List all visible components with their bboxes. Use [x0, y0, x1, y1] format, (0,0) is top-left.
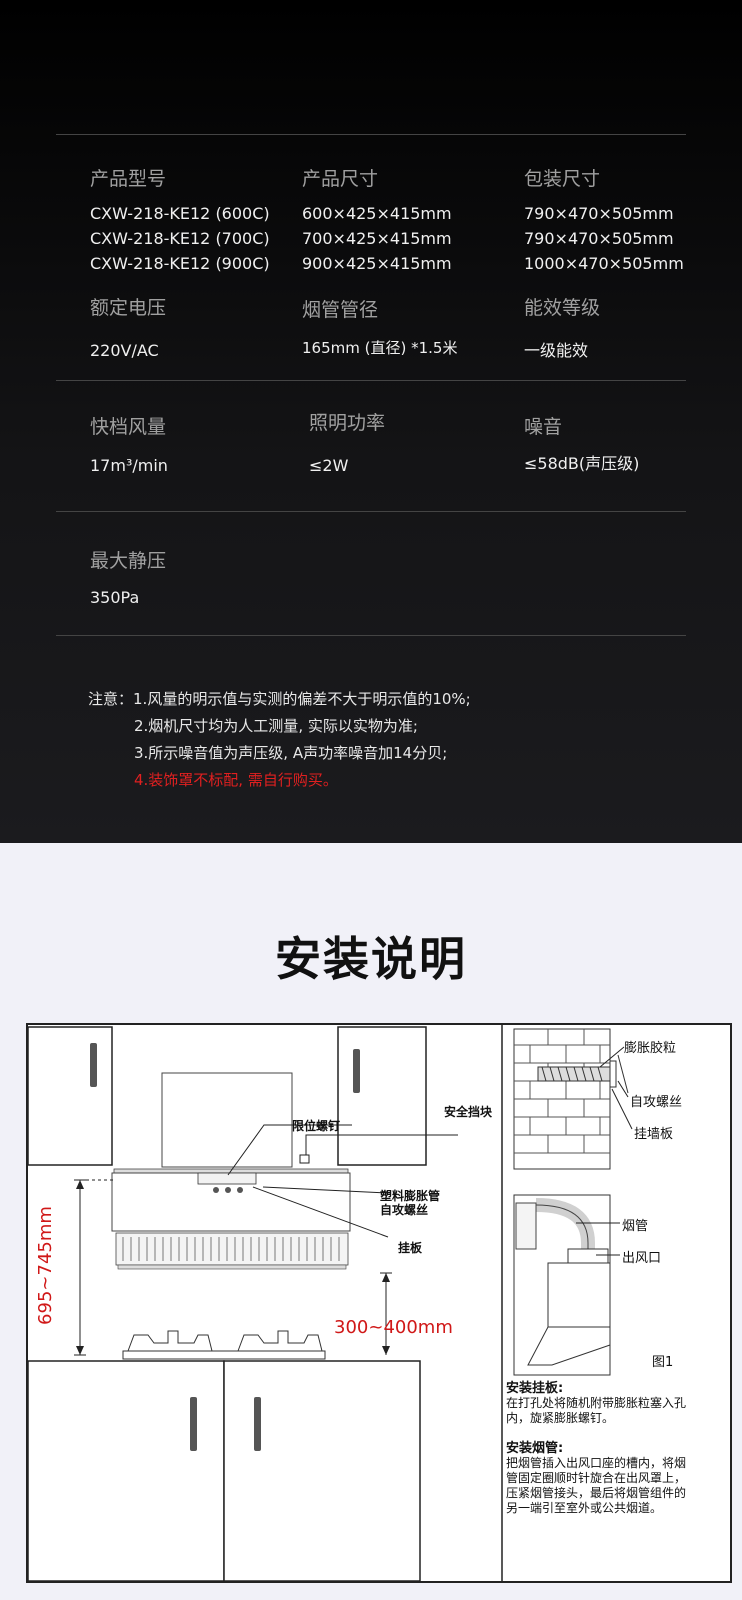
pressure-value: 350Pa [90, 588, 140, 607]
height-right-label: 300~400mm [334, 1317, 453, 1338]
chimney-cover [161, 1072, 293, 1168]
package-value-1: 790×470×505mm [524, 204, 674, 223]
noise-label: 噪音 [524, 416, 563, 438]
size-value-3: 900×425×415mm [302, 254, 452, 273]
chimney-label: 烟管 [622, 1219, 649, 1234]
pressure-cell: 最大静压 350Pa [90, 546, 166, 610]
divider [56, 134, 686, 135]
lighting-cell: 照明功率 ≤2W [309, 408, 385, 478]
figure-label: 图1 [652, 1355, 674, 1370]
cabinet-handle [353, 1049, 360, 1093]
specs-section: 产品型号 CXW-218-KE12 (600C) CXW-218-KE12 (7… [0, 0, 742, 843]
cabinet-handle [254, 1397, 261, 1451]
brick-wall-detail [513, 1028, 633, 1170]
lighting-value: ≤2W [309, 456, 349, 475]
expansion-plug-label: 膨胀胶粒 [624, 1041, 677, 1056]
voltage-value: 220V/AC [90, 341, 159, 360]
model-cell: 产品型号 CXW-218-KE12 (600C) CXW-218-KE12 (7… [90, 164, 270, 276]
size-value-2: 700×425×415mm [302, 229, 452, 248]
model-value-2: CXW-218-KE12 (700C) [90, 229, 270, 248]
noise-value: ≤58dB(声压级) [524, 454, 640, 473]
notes: 注意：1.风量的明示值与实测的偏差不大于明示值的10%; 2.烟机尺寸均为人工测… [88, 686, 471, 794]
package-value-2: 790×470×505mm [524, 229, 674, 248]
divider [56, 511, 686, 512]
cabinet-handle [190, 1397, 197, 1451]
height-left-label: 695~745mm [34, 1206, 56, 1325]
base-cabinet-right [223, 1360, 421, 1581]
airflow-cell: 快档风量 17m³/min [90, 412, 168, 478]
hood-grille [115, 1232, 349, 1266]
install-title: 安装说明 [275, 932, 467, 986]
divider [56, 380, 686, 381]
wall-plate-label: 挂墙板 [634, 1127, 674, 1142]
size-value-1: 600×425×415mm [302, 204, 452, 223]
efficiency-value: 一级能效 [524, 341, 589, 360]
install-step-chimney: 安装烟管: 把烟管插入出风口座的槽内，将烟管固定圈顺时针旋合在出风罩上，压紧烟管… [506, 1441, 696, 1516]
install-section: 安装说明 [0, 843, 742, 1600]
airflow-value: 17m³/min [90, 456, 168, 475]
note-item: 2.烟机尺寸均为人工测量, 实际以实物为准; [134, 717, 418, 735]
hanger-left-label: 挂板 [398, 1241, 423, 1255]
voltage-label: 额定电压 [90, 297, 167, 319]
cooktop [122, 1350, 326, 1360]
model-value-1: CXW-218-KE12 (600C) [90, 204, 270, 223]
lighting-label: 照明功率 [309, 412, 386, 434]
base-cabinet-left [28, 1360, 225, 1581]
limit-screw-label: 限位螺钉 [292, 1119, 341, 1133]
package-cell: 包装尺寸 790×470×505mm 790×470×505mm 1000×47… [524, 164, 684, 276]
note-item: 1.风量的明示值与实测的偏差不大于明示值的10%; [133, 690, 471, 708]
efficiency-label: 能效等级 [524, 297, 601, 319]
package-label: 包装尺寸 [524, 168, 601, 190]
tapping-screw-left-label: 自攻螺丝 [380, 1203, 429, 1217]
chimney-detail [513, 1194, 620, 1376]
size-label: 产品尺寸 [302, 168, 379, 190]
efficiency-cell: 能效等级 一级能效 [524, 293, 600, 363]
airflow-label: 快档风量 [90, 416, 167, 438]
safety-block-label: 安全挡块 [444, 1105, 493, 1119]
tapping-screw-right-label: 自攻螺丝 [630, 1095, 683, 1110]
step-heading: 安装烟管: [506, 1441, 564, 1456]
notes-prefix: 注意： [88, 690, 134, 708]
model-value-3: CXW-218-KE12 (900C) [90, 254, 270, 273]
outlet-label: 出风口 [622, 1251, 662, 1266]
note-item-highlight: 4.装饰罩不标配, 需自行购买。 [134, 771, 338, 789]
hanger-plate [197, 1172, 257, 1185]
duct-label: 烟管管径 [302, 299, 379, 321]
duct-value: 165mm (直径) *1.5米 [302, 339, 458, 357]
model-label: 产品型号 [90, 168, 167, 190]
step-heading: 安装挂板: [506, 1381, 564, 1396]
package-value-3: 1000×470×505mm [524, 254, 684, 273]
kitchen-illustration [28, 1025, 633, 1581]
install-step-hanger: 安装挂板: 在打孔处将随机附带膨胀粒塞入孔内，旋紧膨胀螺钉。 [506, 1381, 696, 1426]
install-diagram: 限位螺钉 安全挡块 塑料膨胀管 自攻螺丝 挂板 695~745mm 300~40… [26, 1023, 732, 1583]
step-text: 在打孔处将随机附带膨胀粒塞入孔内，旋紧膨胀螺钉。 [506, 1396, 687, 1425]
note-item: 3.所示噪音值为声压级, A声功率噪音加14分贝; [134, 744, 448, 762]
plastic-anchor-label: 塑料膨胀管 [380, 1189, 441, 1203]
divider [56, 635, 686, 636]
voltage-cell: 额定电压 220V/AC [90, 293, 166, 363]
step-text: 把烟管插入出风口座的槽内，将烟管固定圈顺时针旋合在出风罩上，压紧烟管接头，最后将… [506, 1456, 687, 1515]
size-cell: 产品尺寸 600×425×415mm 700×425×415mm 900×425… [302, 164, 452, 276]
duct-cell: 烟管管径 165mm (直径) *1.5米 [302, 295, 457, 361]
pressure-label: 最大静压 [90, 550, 167, 572]
noise-cell: 噪音 ≤58dB(声压级) [524, 412, 639, 476]
upper-cabinet-left [28, 1026, 113, 1166]
cabinet-handle [90, 1043, 97, 1087]
upper-cabinet-right [337, 1026, 427, 1166]
